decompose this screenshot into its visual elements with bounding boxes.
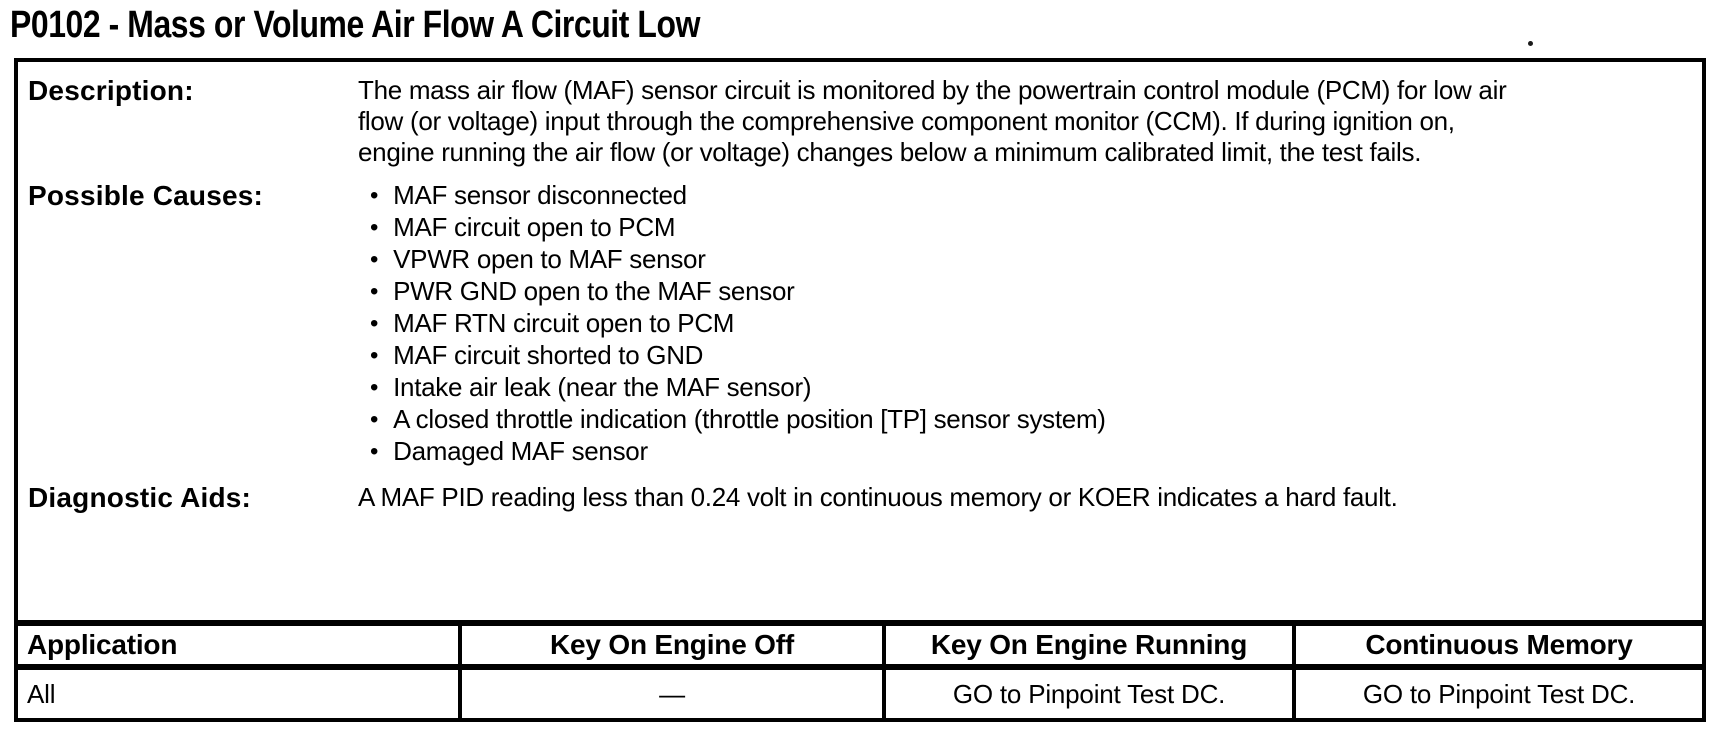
- table-row: All — GO to Pinpoint Test DC. GO to Pinp…: [18, 670, 1702, 718]
- cause-item: MAF RTN circuit open to PCM: [370, 308, 1692, 340]
- cause-item: MAF circuit open to PCM: [370, 212, 1692, 244]
- application-table-header: Application Key On Engine Off Key On Eng…: [18, 626, 1702, 670]
- possible-causes-list: MAF sensor disconnected MAF circuit open…: [358, 180, 1692, 468]
- diagnostic-aids-text: A MAF PID reading less than 0.24 volt in…: [358, 482, 1398, 512]
- possible-causes-row: Possible Causes: MAF sensor disconnected…: [28, 180, 1692, 468]
- header-application: Application: [27, 629, 178, 660]
- cause-item: PWR GND open to the MAF sensor: [370, 276, 1692, 308]
- header-key-on-engine-off: Key On Engine Off: [458, 626, 882, 664]
- description-row: Description: The mass air flow (MAF) sen…: [28, 75, 1692, 168]
- cause-item: A closed throttle indication (throttle p…: [370, 404, 1692, 436]
- cell-application: All: [27, 678, 56, 709]
- header-key-on-engine-running: Key On Engine Running: [882, 626, 1292, 664]
- scan-artifact-dot: [1528, 41, 1533, 46]
- cause-item: Damaged MAF sensor: [370, 436, 1692, 468]
- cause-item: MAF sensor disconnected: [370, 180, 1692, 212]
- dtc-info-box: Description: The mass air flow (MAF) sen…: [14, 58, 1706, 722]
- possible-causes-label: Possible Causes:: [28, 180, 264, 211]
- cause-item: VPWR open to MAF sensor: [370, 244, 1692, 276]
- diagnostic-aids-row: Diagnostic Aids: A MAF PID reading less …: [28, 482, 1692, 513]
- page-title: P0102 - Mass or Volume Air Flow A Circui…: [10, 4, 700, 46]
- cause-item: Intake air leak (near the MAF sensor): [370, 372, 1692, 404]
- cause-item: MAF circuit shorted to GND: [370, 340, 1692, 372]
- diagnostic-aids-label: Diagnostic Aids:: [28, 482, 252, 513]
- cell-key-on-engine-running: GO to Pinpoint Test DC.: [882, 670, 1292, 718]
- dtc-info-area: Description: The mass air flow (MAF) sen…: [18, 62, 1702, 620]
- cell-key-on-engine-off: —: [458, 670, 882, 718]
- description-text: The mass air flow (MAF) sensor circuit i…: [358, 75, 1507, 167]
- cell-continuous-memory: GO to Pinpoint Test DC.: [1292, 670, 1702, 718]
- application-table: Application Key On Engine Off Key On Eng…: [18, 620, 1702, 718]
- description-label: Description:: [28, 75, 194, 106]
- header-continuous-memory: Continuous Memory: [1292, 626, 1702, 664]
